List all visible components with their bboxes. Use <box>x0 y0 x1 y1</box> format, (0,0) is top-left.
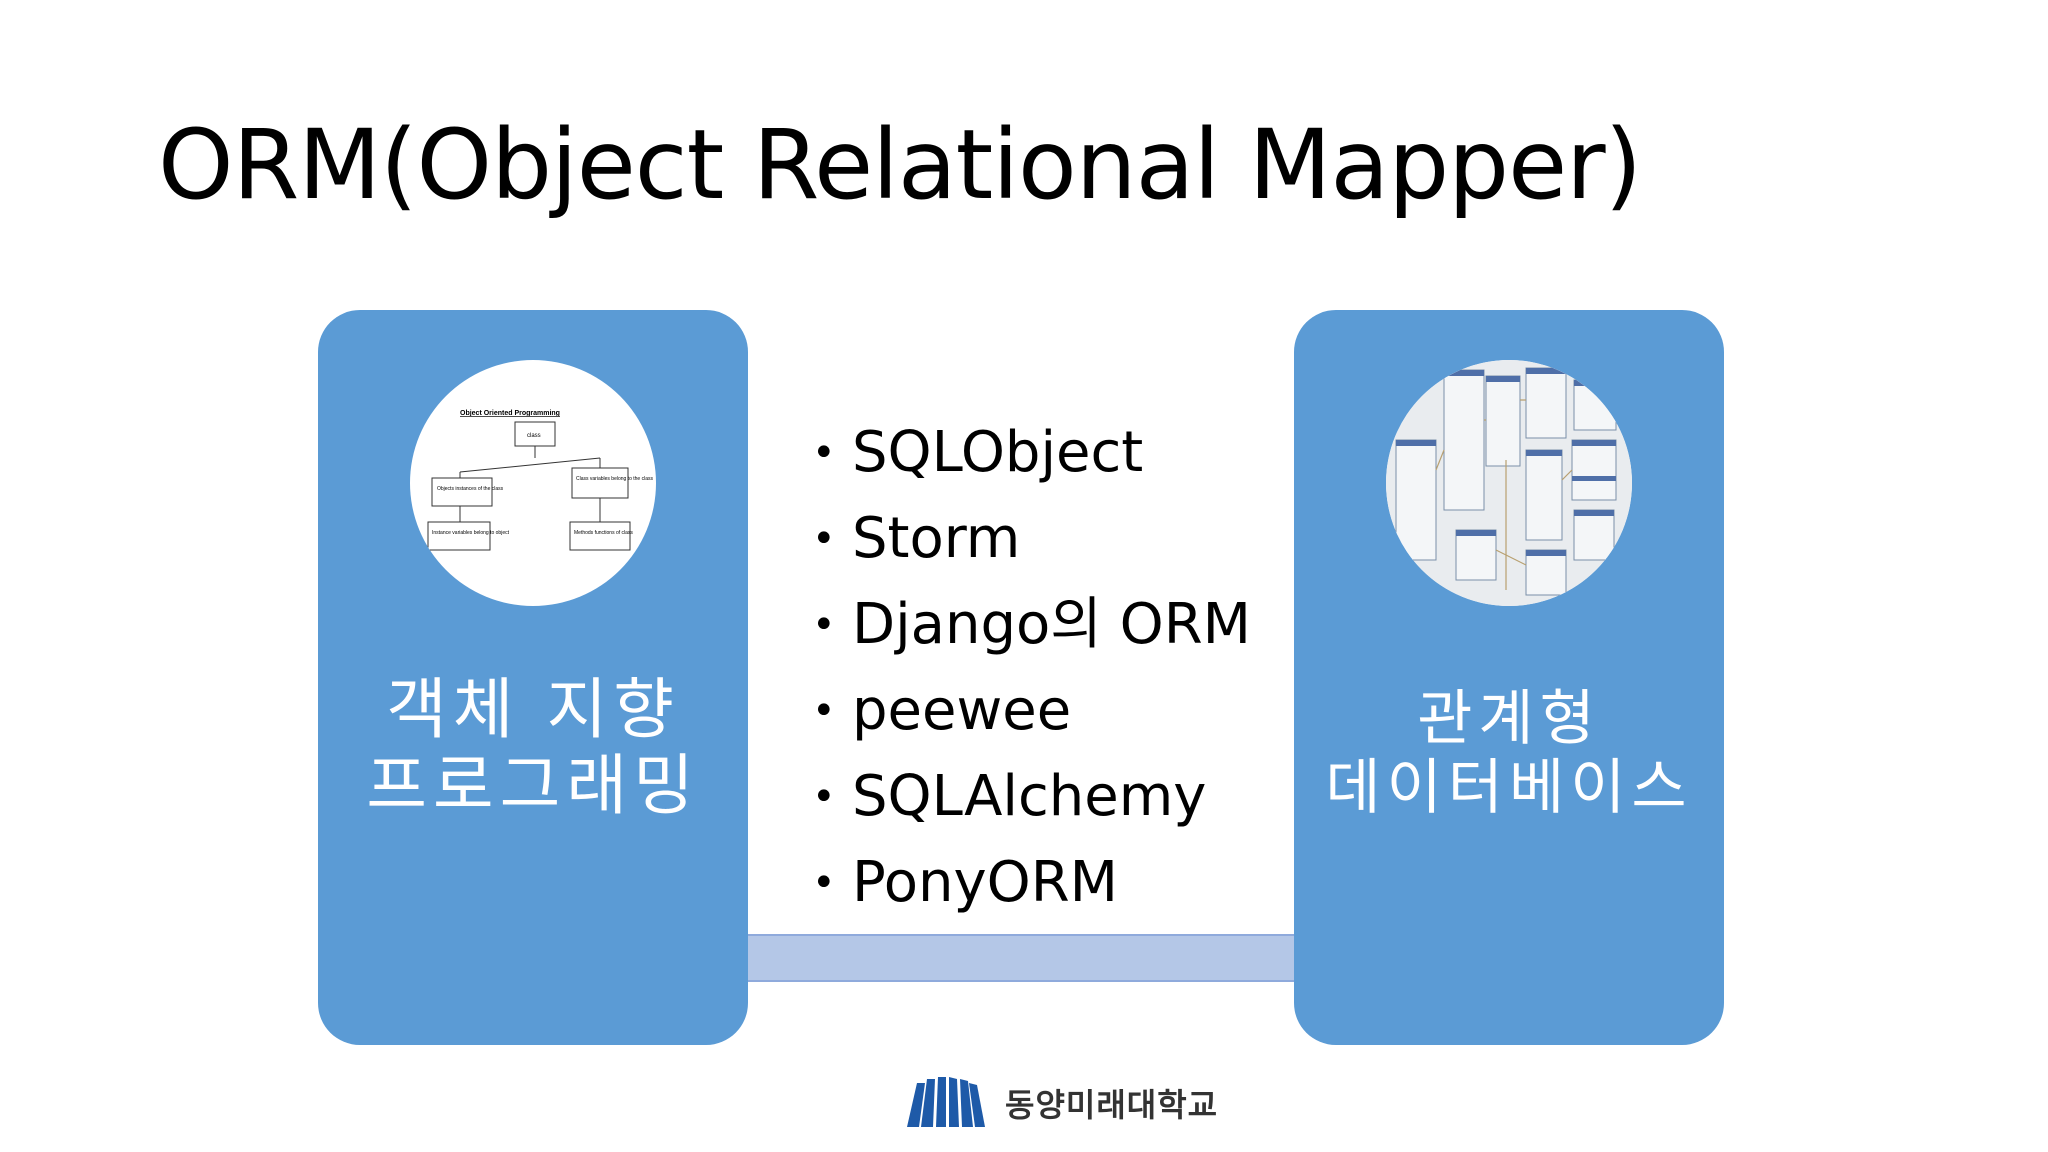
svg-text:Object Oriented Programming: Object Oriented Programming <box>460 410 560 417</box>
svg-text:Class variables belong to the: Class variables belong to the class <box>576 476 653 482</box>
list-item: •Django의 ORM <box>812 592 1251 657</box>
oop-label-line2: 프로그래밍 <box>366 746 700 824</box>
svg-text:class: class <box>527 433 541 439</box>
orm-library-list: •SQLObject •Storm •Django의 ORM •peewee •… <box>812 410 1251 926</box>
oop-box: Object Oriented Programming class Object… <box>318 310 748 1045</box>
rdb-diagram-image <box>1386 360 1632 606</box>
oop-label-line1: 객체 지향 <box>386 671 680 748</box>
svg-text:Instance variables belong to o: Instance variables belong to object <box>432 530 510 536</box>
database-schema-icon <box>1386 360 1632 606</box>
list-item: •Storm <box>812 506 1021 571</box>
rdb-label-line1: 관계형 <box>1417 684 1601 754</box>
list-item: •SQLObject <box>812 420 1144 485</box>
oop-label: 객체 지향 프로그래밍 <box>318 672 748 824</box>
oop-diagram-icon: Object Oriented Programming class Object… <box>427 410 653 551</box>
rdb-label-line2: 데이터베이스 <box>1325 753 1693 823</box>
rdb-label: 관계형 데이터베이스 <box>1294 685 1724 823</box>
list-item: •PonyORM <box>812 850 1118 915</box>
svg-text:Methods functions of class: Methods functions of class <box>574 530 633 536</box>
slide-title: ORM(Object Relational Mapper) <box>158 109 1642 221</box>
university-logo: 동양미래대학교 <box>905 1075 1218 1131</box>
university-emblem-icon <box>907 1077 985 1127</box>
svg-text:Objects instances of the class: Objects instances of the class <box>437 486 504 492</box>
list-item: •SQLAlchemy <box>812 764 1207 829</box>
university-name: 동양미래대학교 <box>1005 1086 1219 1124</box>
oop-diagram-image: Object Oriented Programming class Object… <box>410 360 656 606</box>
list-item: •peewee <box>812 678 1072 743</box>
rdb-box: 관계형 데이터베이스 <box>1294 310 1724 1045</box>
